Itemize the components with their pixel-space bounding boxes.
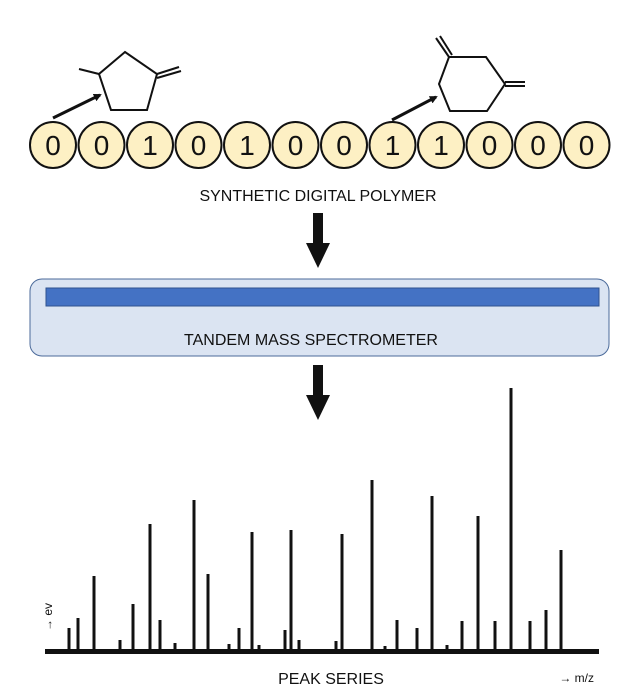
polymer-bead: 0 (77, 121, 126, 169)
polymer-bead: 0 (514, 121, 562, 169)
x-axis-label: → m/z (559, 671, 594, 685)
spectrum-peak (415, 628, 419, 650)
spectrum-peak (476, 516, 480, 650)
bead-circle (417, 121, 465, 169)
bead-bit-label: 1 (385, 130, 401, 161)
spectrum-peak (118, 640, 122, 650)
spectrum-peak (289, 530, 293, 650)
bead-circle (271, 121, 320, 169)
spectrum-peak (370, 480, 374, 650)
bead-circle (368, 121, 417, 169)
polymer-bead: 0 (465, 121, 514, 169)
spectrometer-label: TANDEM MASS SPECTROMETER (184, 332, 438, 349)
bead-circle (223, 121, 271, 169)
spectrum-peak (250, 532, 254, 650)
polymer-bead: 0 (562, 121, 611, 169)
spectrum-peak (237, 628, 241, 650)
spectrum-peak (131, 604, 135, 650)
spectrum-peak (334, 641, 338, 650)
spectrum-peak (528, 621, 532, 650)
spectrum-peak (460, 621, 464, 650)
bead-bit-label: 0 (482, 130, 498, 161)
bead-bit-label: 1 (239, 130, 255, 161)
bead-bit-label: 0 (45, 130, 61, 161)
polymer-bead: 0 (29, 121, 77, 169)
spectrum-peak (92, 576, 96, 650)
spectrum-peak (192, 500, 196, 650)
bead-bit-label: 1 (142, 130, 158, 161)
spectrum-peak (493, 621, 497, 650)
bead-circle (465, 121, 514, 169)
spectrum-peak (173, 643, 177, 650)
monomer-structure-1 (78, 50, 182, 111)
bead-bit-label: 0 (336, 130, 352, 161)
bead-circle (320, 121, 368, 169)
spectrum-peak (148, 524, 152, 650)
polymer-bead-chain: 0 0 1 0 1 0 0 1 1 0 0 0 (29, 121, 611, 169)
peak-series-chart (67, 388, 563, 650)
polymer-bead: 1 (417, 121, 465, 169)
bead-bit-label: 0 (94, 130, 110, 161)
spectrum-peak (297, 640, 301, 650)
spectrum-peak (544, 610, 548, 650)
bead-bit-label: 0 (288, 130, 304, 161)
spectrum-peak (67, 628, 71, 650)
spectrum-peak (227, 644, 231, 650)
spectrum-peak (257, 645, 261, 650)
peak-series-label: PEAK SERIES (278, 671, 384, 688)
monomer-2-pointer-arrow (391, 95, 438, 122)
spectrum-peak (340, 534, 344, 650)
spectrum-peak (430, 496, 434, 650)
polymer-label: SYNTHETIC DIGITAL POLYMER (199, 188, 436, 205)
arrow-down-icon (306, 213, 330, 268)
polymer-bead: 0 (320, 121, 368, 169)
bead-circle (77, 121, 126, 169)
bead-bit-label: 1 (433, 130, 449, 161)
bead-bit-label: 0 (191, 130, 207, 161)
bead-circle (29, 121, 77, 169)
polymer-bead: 0 (271, 121, 320, 169)
polymer-bead: 0 (174, 121, 223, 169)
polymer-bead: 1 (368, 121, 417, 169)
bead-circle (126, 121, 174, 169)
polymer-bead: 1 (223, 121, 271, 169)
spectrometer-bar (45, 287, 600, 307)
spectrum-peak (383, 646, 387, 650)
spectrum-peak (158, 620, 162, 650)
y-axis-label: → ev (41, 603, 55, 631)
spectrum-peak (395, 620, 399, 650)
spectrum-peak (283, 630, 287, 650)
spectrum-peak (445, 645, 449, 650)
bead-circle (562, 121, 611, 169)
bead-bit-label: 0 (579, 130, 595, 161)
monomer-1-pointer-arrow (52, 93, 102, 120)
spectrum-peak (559, 550, 563, 650)
spectrum-baseline (45, 649, 599, 654)
polymer-bead: 1 (126, 121, 174, 169)
spectrum-peak (206, 574, 210, 650)
spectrum-peak (76, 618, 80, 650)
arrow-down-icon (306, 365, 330, 420)
bead-circle (514, 121, 562, 169)
bead-bit-label: 0 (530, 130, 546, 161)
monomer-structure-2 (435, 35, 525, 112)
bead-circle (174, 121, 223, 169)
spectrum-peak (509, 388, 513, 650)
